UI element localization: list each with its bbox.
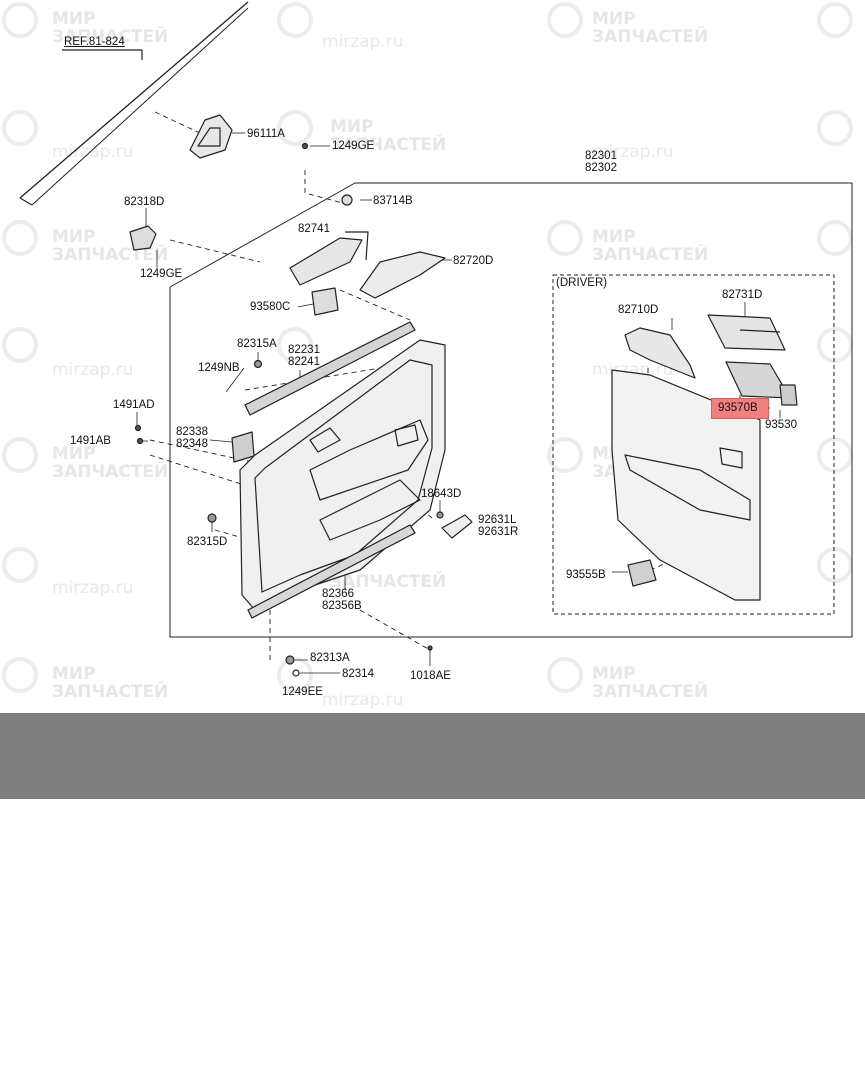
part-label-82720d: 82720D [453, 255, 494, 267]
part-label-82710d: 82710D [618, 304, 659, 316]
part-label-1491ad: 1491AD [113, 399, 155, 411]
part-label-1491ab: 1491AB [70, 435, 111, 447]
watermark-site: mirzap.ru [592, 142, 674, 162]
part-label-93570b: 93570B [718, 402, 758, 414]
part-label-1249ge-left: 1249GE [140, 268, 183, 280]
part-label-96111a: 96111A [247, 128, 285, 140]
part-label-82314: 82314 [342, 668, 374, 680]
part-label-1249ge-top: 1249GE [332, 140, 375, 152]
part-number-footer: HYUNDAI KIA - 935703K600 N - 93570B [0, 713, 865, 961]
part-label-83714b: 83714B [373, 195, 413, 207]
part-label-1249nb: 1249NB [198, 362, 240, 374]
highlighted-part-box [711, 398, 769, 419]
part-label-1249ee: 1249EE [282, 686, 323, 698]
watermark-site: mirzap.ru [322, 32, 404, 52]
watermark-site: mirzap.ru [52, 360, 134, 380]
watermark-site: mirzap.ru [52, 142, 134, 162]
part-label-93580c: 93580C [250, 301, 291, 313]
driver-box-label: (DRIVER) [556, 277, 608, 289]
footer-reference-number: N - 93570B [585, 924, 752, 961]
watermark-site: mirzap.ru [52, 578, 134, 598]
part-label-82731d: 82731D [722, 289, 763, 301]
part-label-93530: 93530 [765, 419, 797, 431]
part-label-82318d: 82318D [124, 196, 165, 208]
part-label-82741: 82741 [298, 223, 330, 235]
part-label-82313a: 82313A [310, 652, 350, 664]
door-trim-drawing [19, 1, 853, 677]
part-label-82315d: 82315D [187, 536, 228, 548]
ref-label: REF.81-824 [64, 36, 125, 48]
footer-part-number: HYUNDAI KIA - 935703K600 [113, 832, 548, 869]
part-label-18643d: 18643D [421, 488, 462, 500]
part-label-82315a: 82315A [237, 338, 277, 350]
part-label-1018ae: 1018AE [410, 670, 451, 682]
watermark-site: mirzap.ru [322, 690, 404, 710]
part-label-93555b: 93555B [566, 569, 606, 581]
